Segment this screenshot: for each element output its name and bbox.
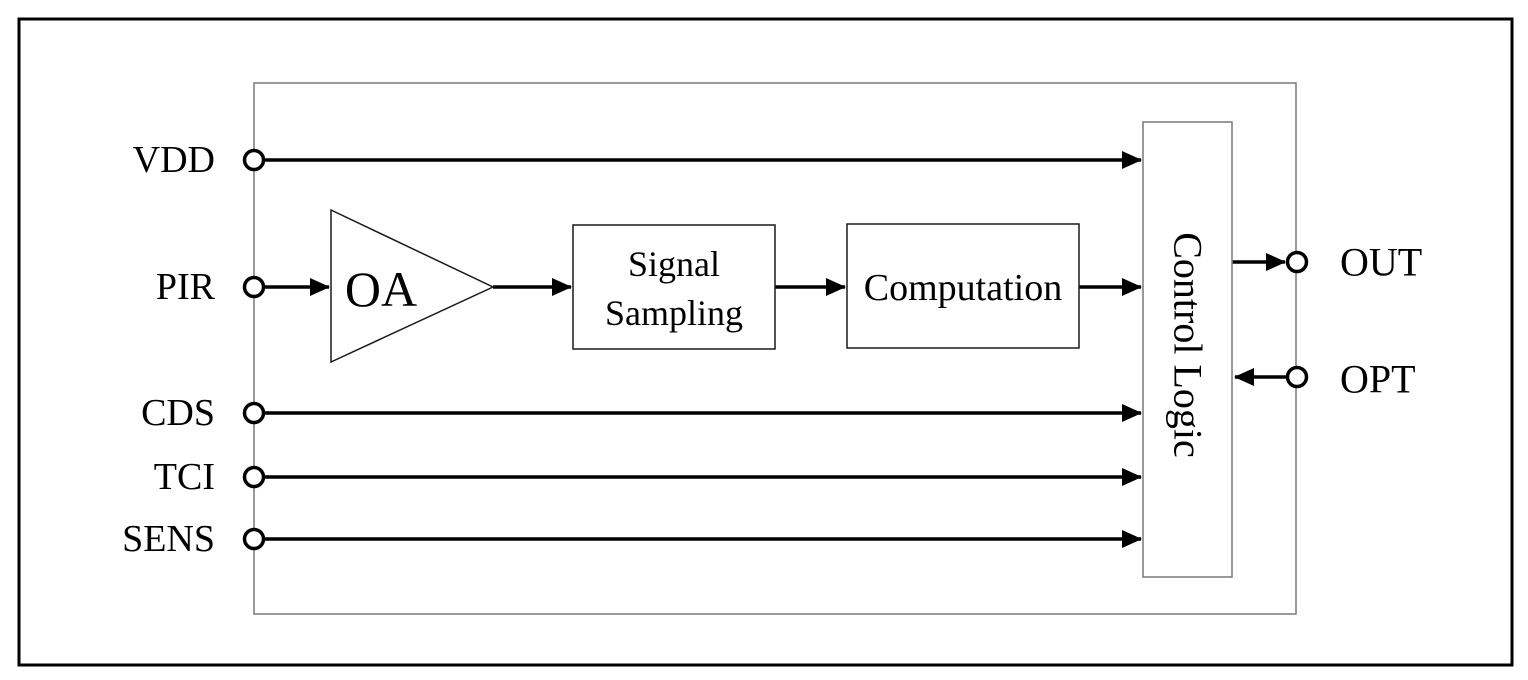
pin-label-pir: PIR (156, 266, 216, 308)
pin-terminal-opt (1285, 365, 1309, 389)
signal-sampling-block (572, 224, 776, 350)
computation-block (846, 223, 1080, 349)
signal-sampling-label-line2: Sampling (605, 293, 743, 333)
pin-terminal-cds (242, 401, 266, 425)
computation-label: Computation (864, 267, 1062, 309)
pin-label-out: OUT (1340, 240, 1422, 285)
pin-terminal-tci (242, 465, 266, 489)
pin-terminals (242, 148, 1309, 551)
pin-label-vdd: VDD (133, 139, 215, 181)
op-amp-triangle (330, 208, 495, 364)
pin-terminal-sens (242, 527, 266, 551)
pin-label-opt: OPT (1340, 357, 1416, 402)
wires (264, 151, 1287, 548)
pin-label-tci: TCI (154, 456, 215, 498)
pin-label-cds: CDS (141, 392, 215, 434)
pin-label-sens: SENS (122, 518, 215, 560)
op-amp-label: OA (345, 261, 417, 317)
pin-terminal-pir (242, 275, 266, 299)
pin-terminal-vdd (242, 148, 266, 172)
pin-terminal-out (1285, 250, 1309, 274)
figure-border (17, 17, 1514, 667)
control-logic-label: Control Logic (1166, 232, 1211, 458)
chip-boundary (253, 82, 1297, 615)
signal-sampling-label-line1: Signal (628, 244, 720, 284)
control-logic-block (1142, 121, 1233, 578)
